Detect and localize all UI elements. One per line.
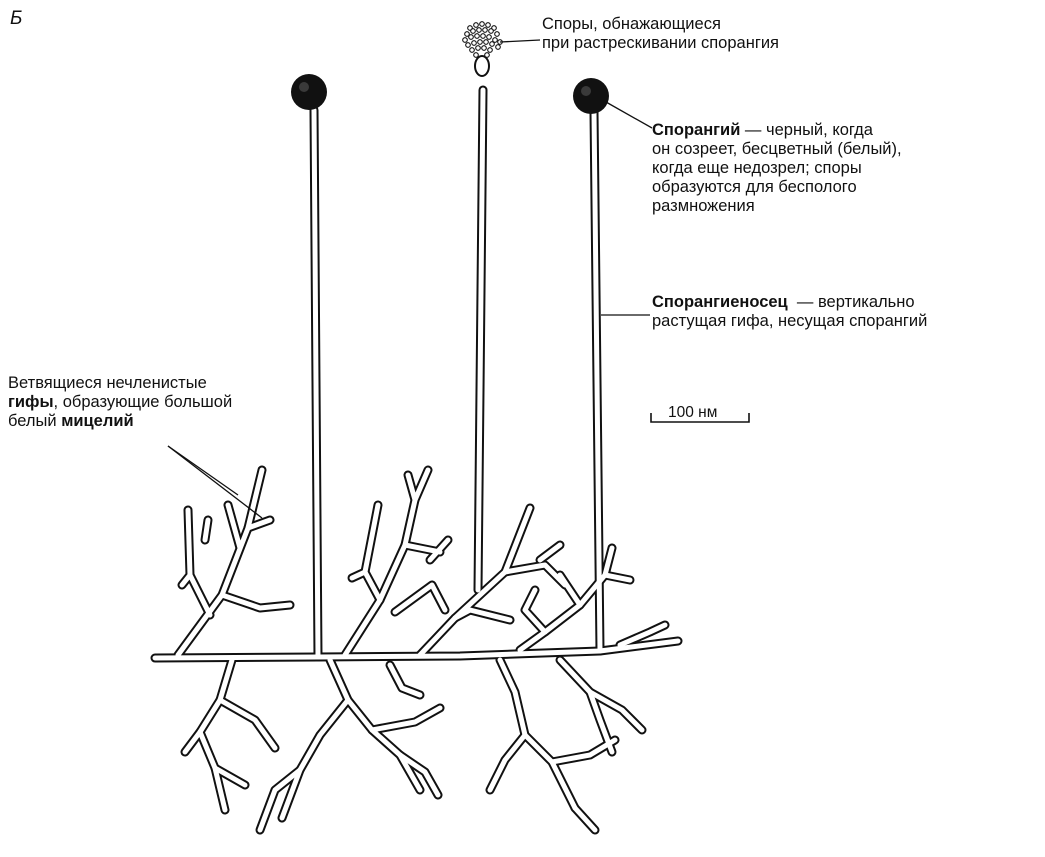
- hyphae-label-line1: Ветвящиеся нечленистые: [8, 374, 232, 393]
- sporangiophore-label-line2: растущая гифа, несущая спорангий: [652, 312, 927, 331]
- spores-label-line2: при растрескивании спорангия: [542, 34, 779, 53]
- sporangium-term: Спорангий: [652, 121, 740, 139]
- sporangium-label-line4: образуются для бесполого: [652, 178, 902, 197]
- leader-hyphae-2: [168, 446, 262, 518]
- hyphae-label-line2: гифы, образующие большой: [8, 393, 232, 412]
- hyphae-lumen: [155, 90, 678, 830]
- sporangium-label-line2: он созреет, бесцветный (белый),: [652, 140, 902, 159]
- leader-lines: [168, 40, 652, 518]
- sporangium-right: [573, 78, 609, 114]
- spores-label-line1: Споры, обнажающиеся: [542, 15, 779, 34]
- scale-bar-label: 100 нм: [668, 403, 717, 422]
- ruptured-sporangium: [463, 22, 503, 76]
- hyphae-term: гифы: [8, 393, 54, 411]
- sporangiophore-label-line1-rest: — вертикально: [788, 293, 915, 311]
- sporangiophore-label: Спорангиеносец — вертикально растущая ги…: [652, 293, 927, 331]
- sporangium-label-line1-rest: — черный, когда: [740, 121, 873, 139]
- sporangium-left: [291, 74, 327, 110]
- sporangium-label-line1: Спорангий — черный, когда: [652, 121, 902, 140]
- mycelium-term: мицелий: [61, 412, 133, 430]
- sporangium-label-line5: размножения: [652, 197, 902, 216]
- leader-sporangium: [606, 102, 652, 128]
- spores-label: Споры, обнажающиеся при растрескивании с…: [542, 15, 779, 53]
- sporangiophore-label-line1: Спорангиеносец — вертикально: [652, 293, 927, 312]
- hyphae-label-line2-rest: , образующие большой: [54, 393, 233, 411]
- hyphae-label-line3-start: белый: [8, 412, 61, 430]
- leader-spores: [500, 40, 540, 42]
- sporangium-label-line3: когда еще недозрел; споры: [652, 159, 902, 178]
- sporangium-label: Спорангий — черный, когда он созреет, бе…: [652, 121, 902, 216]
- sporangiophore-term: Спорангиеносец: [652, 293, 788, 311]
- hyphae-label: Ветвящиеся нечленистые гифы, образующие …: [8, 374, 232, 431]
- released-spores: [463, 22, 503, 58]
- branches-upper-center: [345, 470, 565, 655]
- panel-letter: Б: [10, 9, 22, 28]
- hyphae-label-line3: белый мицелий: [8, 412, 232, 431]
